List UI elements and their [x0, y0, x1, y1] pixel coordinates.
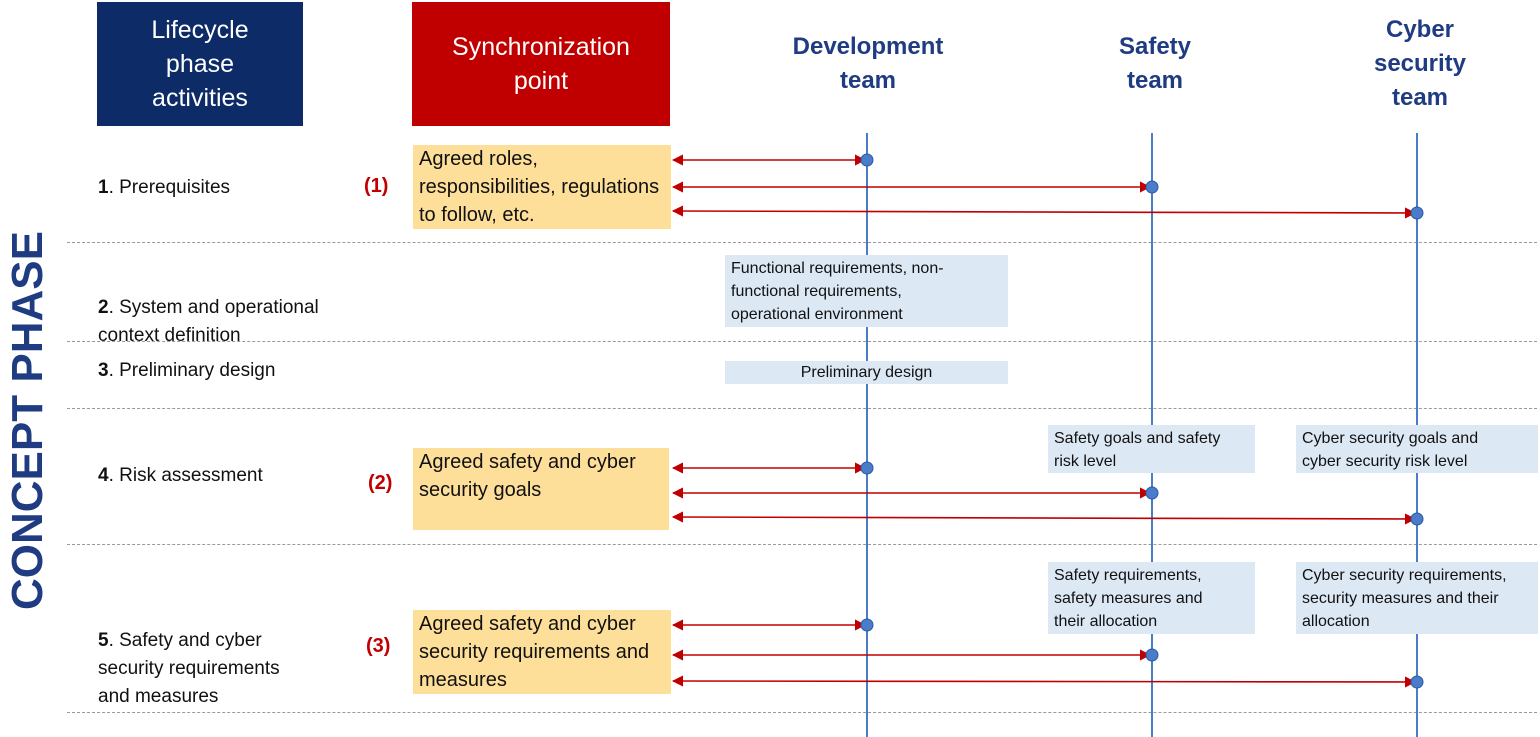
row-divider — [67, 242, 1537, 243]
info-functional-requirements: Functional requirements, non- functional… — [725, 255, 1008, 327]
activity-number: 3 — [98, 360, 109, 381]
sync-number-3: (3) — [366, 635, 391, 657]
sync-dot — [860, 461, 874, 475]
sync-dot — [1410, 206, 1424, 220]
cyber-security-team-header: Cyber security team — [1373, 16, 1467, 111]
info-safety-requirements: Safety requirements, safety measures and… — [1048, 562, 1255, 634]
sync-dot — [860, 153, 874, 167]
activity-text: . System and operational context definit… — [98, 297, 319, 346]
activity-number: 2 — [98, 297, 109, 318]
activity-number: 5 — [98, 630, 109, 651]
sync-dot — [1145, 648, 1159, 662]
info-cyber-requirements: Cyber security requirements, security me… — [1296, 562, 1538, 634]
sync-number-2: (2) — [368, 472, 393, 494]
info-safety-goals: Safety goals and safety risk level — [1048, 425, 1255, 473]
info-cyber-goals: Cyber security goals and cyber security … — [1296, 425, 1538, 473]
sync-arrow — [671, 205, 1417, 219]
development-team-header: Development team — [792, 33, 944, 94]
row-divider — [67, 408, 1537, 409]
activity-preliminary-design: 3. Preliminary design — [98, 357, 275, 385]
activity-number: 4 — [98, 465, 109, 486]
activity-system-context: 2. System and operational context defini… — [98, 266, 319, 350]
row-divider — [67, 712, 1537, 713]
activity-number: 1 — [98, 177, 109, 198]
sync-arrow — [671, 511, 1417, 525]
activity-requirements-measures: 5. Safety and cyber security requirement… — [98, 599, 280, 711]
row-divider — [67, 544, 1537, 545]
activity-text: . Risk assessment — [108, 465, 263, 486]
safety-team-header: Safety team — [1118, 33, 1192, 94]
sync-dot — [1145, 486, 1159, 500]
activity-text: . Safety and cyber security requirements… — [98, 630, 280, 707]
activity-risk-assessment: 4. Risk assessment — [98, 462, 263, 490]
sync-arrow — [671, 675, 1417, 688]
row-divider — [67, 341, 1537, 342]
sync-dot — [1145, 180, 1159, 194]
sync-number-1: (1) — [364, 175, 389, 197]
sync-box-requirements: Agreed safety and cyber security require… — [413, 610, 671, 694]
sync-dot — [1410, 512, 1424, 526]
activity-prerequisites: 1. Prerequisites — [98, 174, 230, 202]
sync-dot — [1410, 675, 1424, 689]
lifecycle-header: Lifecycle phase activities — [97, 2, 303, 126]
info-preliminary-design: Preliminary design — [725, 361, 1008, 384]
sync-point-header: Synchronization point — [412, 2, 670, 126]
activity-text: . Prerequisites — [108, 177, 231, 198]
sync-dot — [860, 618, 874, 632]
activity-text: . Preliminary design — [108, 360, 276, 381]
sync-box-roles: Agreed roles, responsibilities, regulati… — [413, 145, 671, 229]
sync-box-goals: Agreed safety and cyber security goals — [413, 448, 669, 530]
